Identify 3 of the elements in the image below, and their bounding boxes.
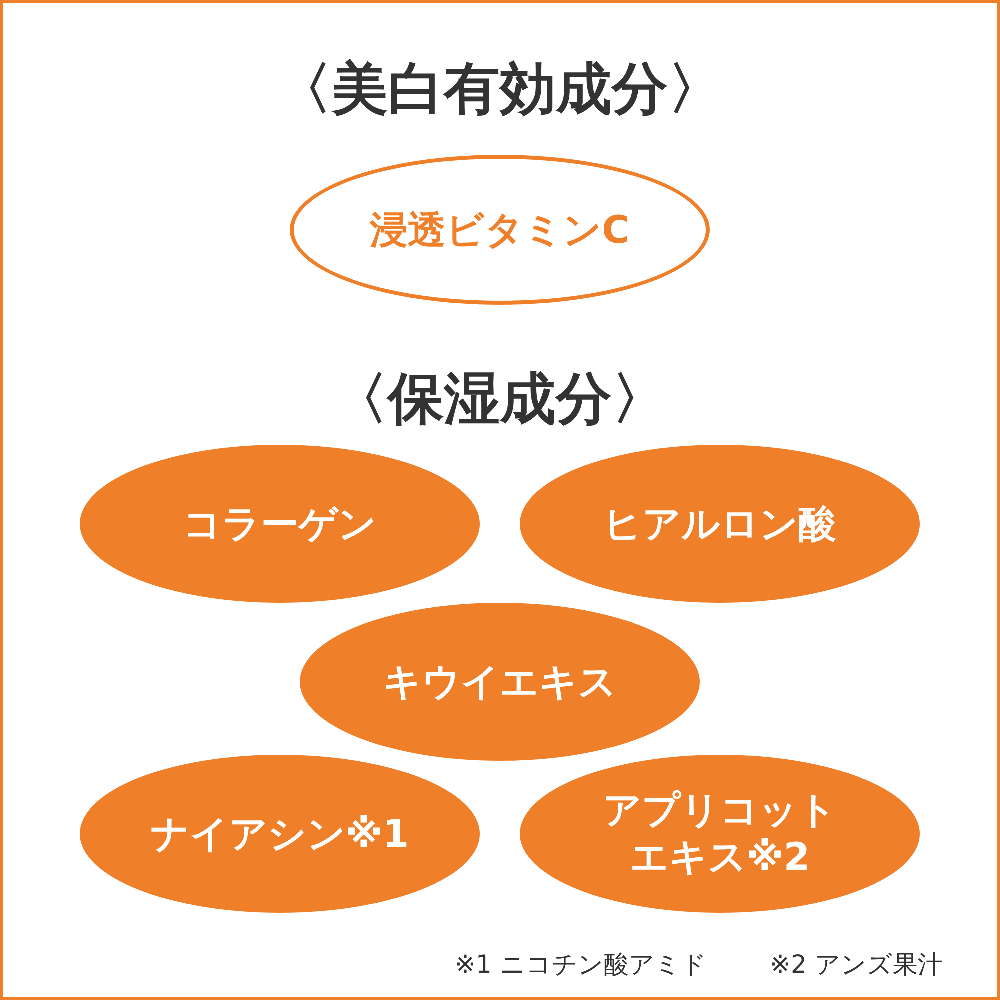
footnote: ※2 アンズ果汁 (770, 949, 943, 981)
footnote: ※1 ニコチン酸アミド (455, 949, 707, 981)
heading: 〈保湿成分〉 (331, 372, 669, 428)
